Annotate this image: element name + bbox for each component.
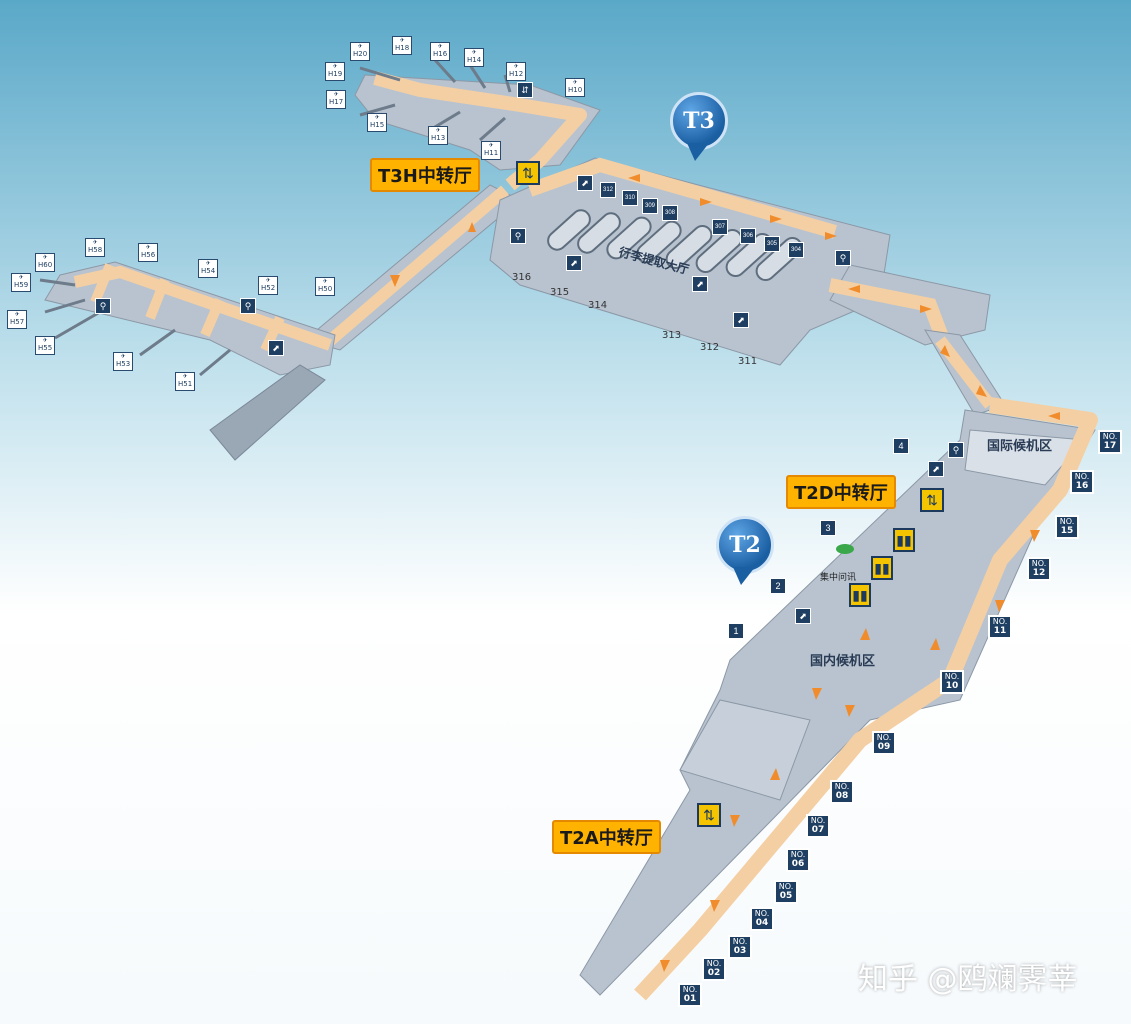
gate-12[interactable]: NO.12 xyxy=(1027,557,1051,581)
claim-312: 312 xyxy=(600,182,616,198)
claim-310: 310 xyxy=(622,190,638,206)
gate-h15[interactable]: ✈H15 xyxy=(367,113,388,132)
escalator-icon: ⬈ xyxy=(928,461,944,477)
gate-h52[interactable]: ✈H52 xyxy=(258,276,279,295)
watermark: 知乎 @鸥斓霁莘 xyxy=(858,962,1078,997)
transfer-hall-t2d-label[interactable]: T2D中转厅 xyxy=(786,475,896,509)
escalator-icon: ⬈ xyxy=(692,276,708,292)
restroom-icon: ⚲ xyxy=(510,228,526,244)
gate-07[interactable]: NO.07 xyxy=(806,814,830,838)
elevator-icon: ⇵ xyxy=(517,82,533,98)
gate-h50[interactable]: ✈H50 xyxy=(315,277,336,296)
gate-08[interactable]: NO.08 xyxy=(830,780,854,804)
claim-308: 308 xyxy=(662,205,678,221)
t3-baggage-hall xyxy=(489,157,991,366)
restroom-icon: ⚲ xyxy=(948,442,964,458)
claim-304: 304 xyxy=(788,242,804,258)
gate-h16[interactable]: ✈H16 xyxy=(430,42,451,61)
gate-15[interactable]: NO.15 xyxy=(1055,515,1079,539)
gate-05[interactable]: NO.05 xyxy=(774,880,798,904)
gate-h17[interactable]: ✈H17 xyxy=(326,90,347,109)
gate-16[interactable]: NO.16 xyxy=(1070,470,1094,494)
gate-09[interactable]: NO.09 xyxy=(872,731,896,755)
escalator-icon: ⬈ xyxy=(566,255,582,271)
counter-316: 316 xyxy=(512,272,532,283)
elevator-icon: ▮▮ xyxy=(893,528,915,552)
gate-h57[interactable]: ✈H57 xyxy=(7,310,28,329)
elevator-icon: ▮▮ xyxy=(849,583,871,607)
gate-11[interactable]: NO.11 xyxy=(988,615,1012,639)
gate-h20[interactable]: ✈H20 xyxy=(350,42,371,61)
transfer-t3h-icon: ⇅ xyxy=(516,161,540,185)
elevator-icon: ▮▮ xyxy=(871,556,893,580)
gate-h14[interactable]: ✈H14 xyxy=(464,48,485,67)
escalator-icon: ⬈ xyxy=(577,175,593,191)
meeting-point-icon xyxy=(836,544,854,554)
gate-h12[interactable]: ✈H12 xyxy=(506,62,527,81)
gate-h13[interactable]: ✈H13 xyxy=(428,126,449,145)
restroom-icon: ⚲ xyxy=(95,298,111,314)
flow-arrows xyxy=(390,174,1060,972)
counter-314: 314 xyxy=(588,300,608,311)
domestic-area-label: 国内候机区 xyxy=(810,654,876,669)
gate-h54[interactable]: ✈H54 xyxy=(198,259,219,278)
point-4: 4 xyxy=(893,438,909,454)
gate-h10[interactable]: ✈H10 xyxy=(565,78,586,97)
gate-h19[interactable]: ✈H19 xyxy=(325,62,346,81)
terminal-pin-t2[interactable]: T2 xyxy=(716,516,774,585)
escalator-icon: ⬈ xyxy=(795,608,811,624)
gate-h55[interactable]: ✈H55 xyxy=(35,336,56,355)
gate-h58[interactable]: ✈H58 xyxy=(85,238,106,257)
gate-02[interactable]: NO.02 xyxy=(702,957,726,981)
restroom-icon: ⚲ xyxy=(240,298,256,314)
transfer-t2d-icon: ⇅ xyxy=(920,488,944,512)
transfer-hall-t3h-label[interactable]: T3H中转厅 xyxy=(370,158,480,192)
meeting-point-label: 集中问讯 xyxy=(820,573,857,583)
claim-309: 309 xyxy=(642,198,658,214)
gate-01[interactable]: NO.01 xyxy=(678,983,702,1007)
terminal-pin-t3[interactable]: T3 xyxy=(670,92,728,161)
claim-307: 307 xyxy=(712,219,728,235)
escalator-icon: ⬈ xyxy=(733,312,749,328)
gate-h11[interactable]: ✈H11 xyxy=(481,141,502,160)
h-concourse xyxy=(39,261,336,461)
counter-311: 311 xyxy=(738,356,758,367)
gate-h53[interactable]: ✈H53 xyxy=(113,352,134,371)
international-area-label: 国际候机区 xyxy=(987,439,1053,454)
restroom-icon: ⚲ xyxy=(835,250,851,266)
gate-06[interactable]: NO.06 xyxy=(786,848,810,872)
gate-h56[interactable]: ✈H56 xyxy=(138,243,159,262)
gate-10[interactable]: NO.10 xyxy=(940,670,964,694)
t2-building xyxy=(579,397,1098,1001)
point-1: 1 xyxy=(728,623,744,639)
counter-315: 315 xyxy=(550,287,570,298)
point-2: 2 xyxy=(770,578,786,594)
escalator-icon: ⬈ xyxy=(268,340,284,356)
gate-17[interactable]: NO.17 xyxy=(1098,430,1122,454)
gate-h60[interactable]: ✈H60 xyxy=(35,253,56,272)
transfer-t2a-icon: ⇅ xyxy=(697,803,721,827)
counter-313: 313 xyxy=(662,330,682,341)
claim-306: 306 xyxy=(740,228,756,244)
gate-03[interactable]: NO.03 xyxy=(728,935,752,959)
claim-305: 305 xyxy=(764,236,780,252)
gate-h18[interactable]: ✈H18 xyxy=(392,36,413,55)
transfer-hall-t2a-label[interactable]: T2A中转厅 xyxy=(552,820,661,854)
counter-312: 312 xyxy=(700,342,720,353)
point-3: 3 xyxy=(820,520,836,536)
gate-h51[interactable]: ✈H51 xyxy=(175,372,196,391)
gate-h59[interactable]: ✈H59 xyxy=(11,273,32,292)
gate-04[interactable]: NO.04 xyxy=(750,907,774,931)
